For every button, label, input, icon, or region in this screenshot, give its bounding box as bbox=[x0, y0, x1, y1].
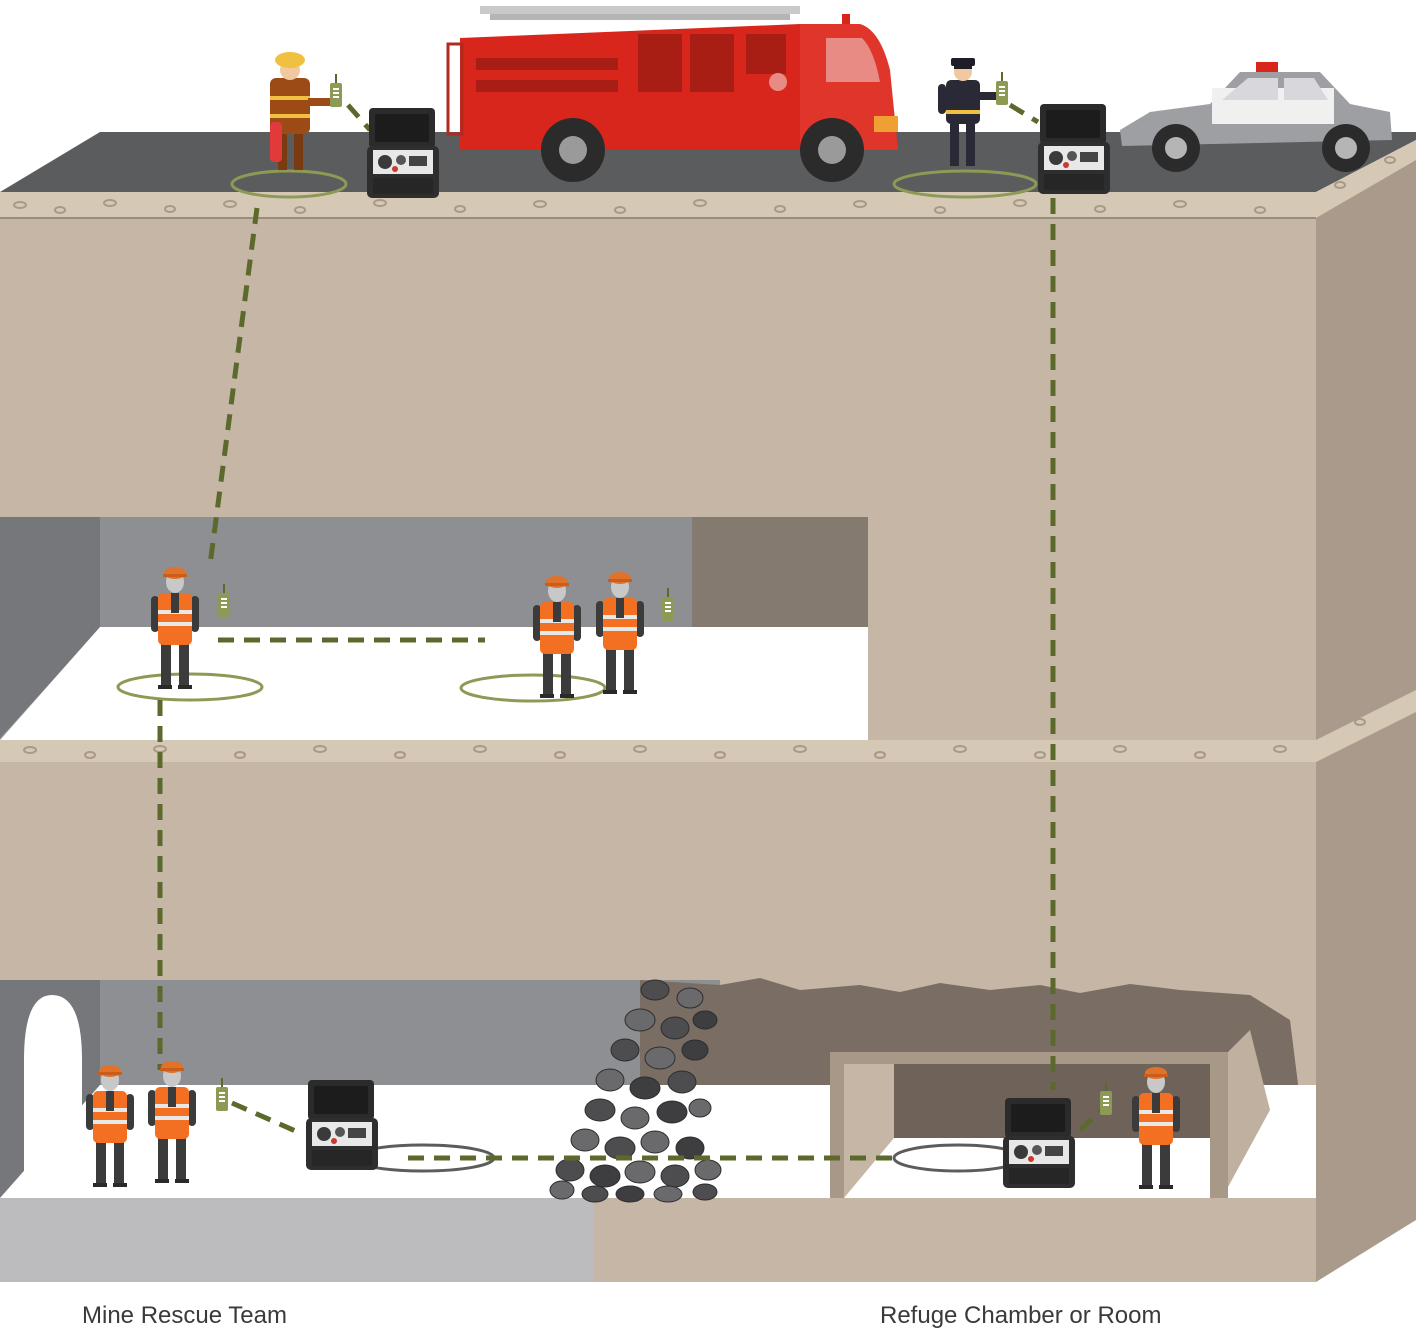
tunnel-transceiver-case-icon bbox=[306, 1080, 378, 1170]
surface-transceiver-case-icon-1 bbox=[367, 108, 439, 198]
signal-paths bbox=[157, 102, 1104, 1161]
upper-tunnel bbox=[0, 517, 868, 740]
fire-truck-icon bbox=[446, 6, 898, 182]
firefighter-icon bbox=[270, 52, 334, 170]
police-car-icon bbox=[1120, 62, 1392, 172]
firefighter-radio-icon bbox=[330, 74, 342, 107]
police-radio-icon bbox=[996, 72, 1008, 105]
refuge-chamber-caption: Refuge Chamber or Room bbox=[880, 1302, 1162, 1329]
refuge-transceiver-case-icon bbox=[1003, 1098, 1075, 1188]
rubble-pile bbox=[549, 979, 722, 1203]
mine-rescue-team-caption: Mine Rescue Team bbox=[82, 1302, 287, 1329]
surface-transceiver-case-icon-2 bbox=[1038, 104, 1110, 194]
police-officer-icon bbox=[938, 58, 1000, 166]
